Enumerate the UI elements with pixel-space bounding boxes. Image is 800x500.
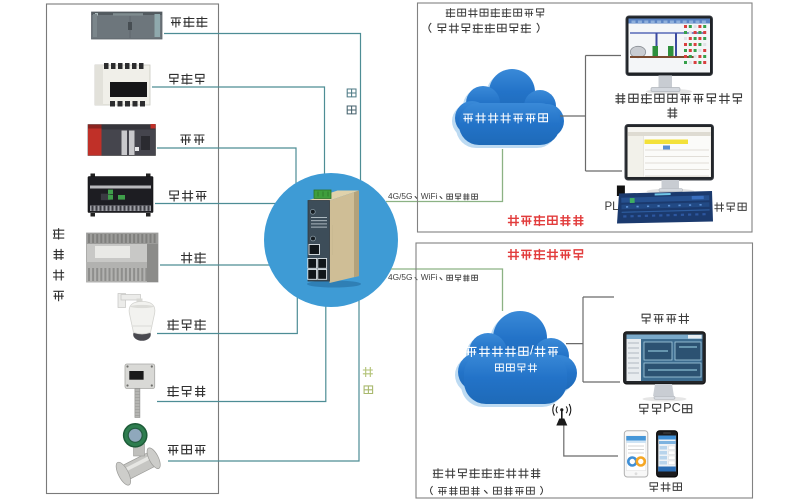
svg-text:/: /	[530, 343, 534, 358]
svg-text:PC: PC	[663, 400, 681, 415]
svg-text:WiFi: WiFi	[421, 191, 438, 201]
svg-text:4G/5G: 4G/5G	[388, 272, 412, 282]
svg-text:WiFi: WiFi	[421, 272, 438, 282]
svg-text:4G/5G: 4G/5G	[388, 191, 412, 201]
svg-text:PL: PL	[605, 201, 620, 213]
